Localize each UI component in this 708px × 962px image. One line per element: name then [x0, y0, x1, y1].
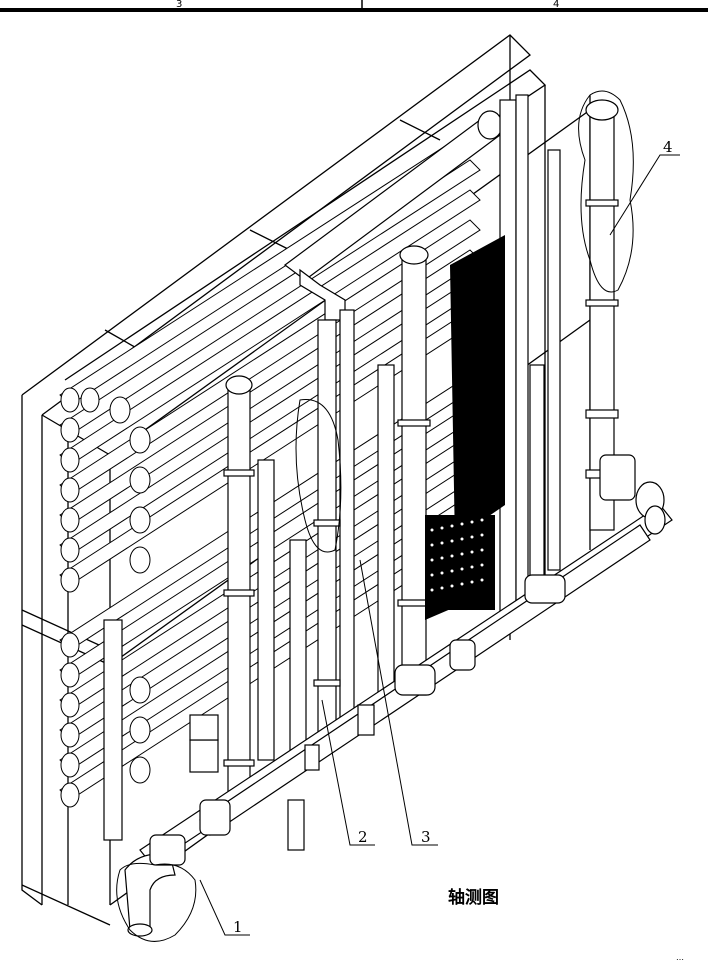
instrument-panel	[425, 235, 505, 620]
vessel-end-caps	[60, 387, 151, 808]
callouts: 1 2 3 4	[233, 138, 673, 936]
leader-lines	[199, 154, 680, 936]
corner-text: …	[676, 953, 684, 962]
callout-label-2: 2	[358, 828, 368, 846]
top-header-pipe	[283, 110, 503, 321]
callout-label-1: 1	[233, 918, 243, 936]
revision-clouds	[116, 90, 634, 942]
callout-label-4: 4	[663, 138, 673, 156]
callout-label-3: 3	[421, 828, 431, 846]
header-cell-right: 4	[553, 0, 559, 10]
header-cell-left: 3	[176, 0, 182, 10]
feed-elbow	[124, 714, 219, 937]
title-block-strip: 3 4	[0, 0, 708, 12]
drawing-caption: 轴测图	[448, 887, 499, 908]
